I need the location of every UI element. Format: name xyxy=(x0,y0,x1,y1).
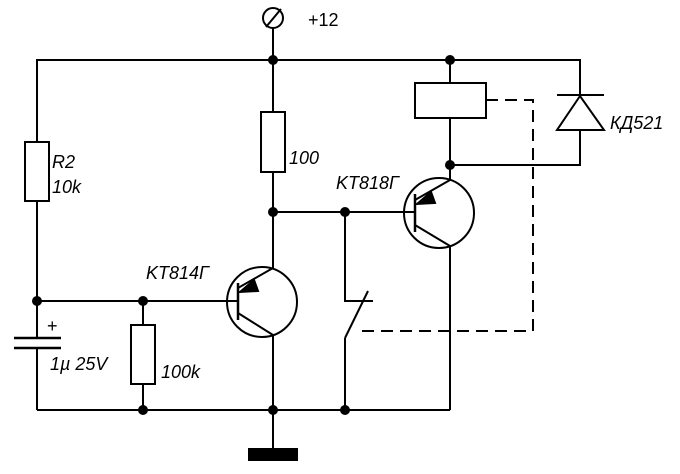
supply-label: +12 xyxy=(308,10,339,30)
relay-contact xyxy=(344,290,369,339)
r-collector-value: 100 xyxy=(289,148,319,168)
r2-value: 10k xyxy=(52,177,82,197)
junction-dots xyxy=(32,55,455,415)
resistor-100k xyxy=(130,324,156,385)
resistor-100 xyxy=(260,111,286,173)
q2-part: KT818Г xyxy=(336,173,400,193)
relay-link-dashed xyxy=(355,99,534,332)
transistor-q1 xyxy=(226,266,298,338)
capacitor xyxy=(14,336,61,350)
resistor-r2 xyxy=(24,141,50,202)
q1-part: KT814Г xyxy=(146,263,210,283)
diode xyxy=(555,94,606,131)
r2-designator: R2 xyxy=(52,152,75,172)
capacitor-value: 1µ 25V xyxy=(50,354,109,374)
capacitor-polarity: + xyxy=(47,316,58,336)
relay-coil xyxy=(414,82,487,119)
supply-terminal xyxy=(262,7,284,60)
diode-part: КД521 xyxy=(610,113,663,133)
r-base-value: 100k xyxy=(161,362,201,382)
ground-icon xyxy=(248,448,298,461)
wires xyxy=(36,59,581,448)
transistor-q2 xyxy=(403,177,475,253)
